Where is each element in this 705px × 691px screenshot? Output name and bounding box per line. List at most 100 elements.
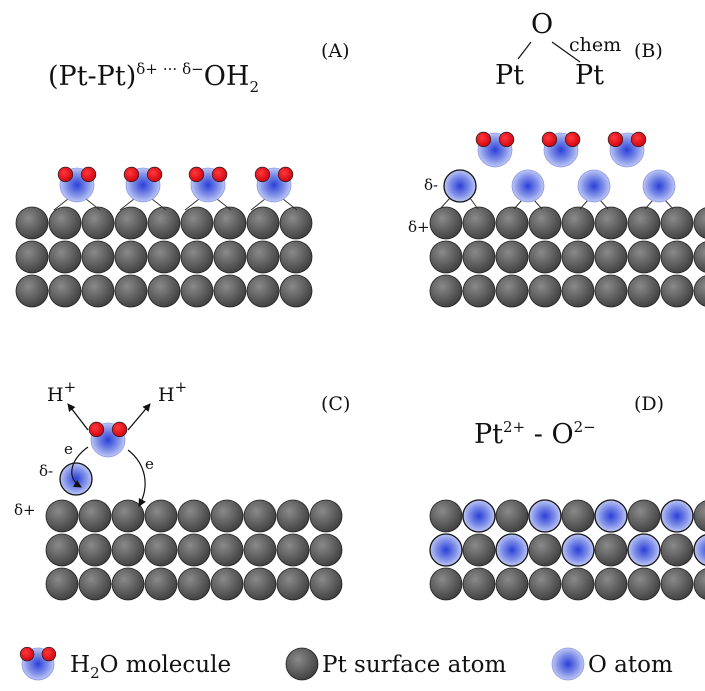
legend-pt-icon	[285, 647, 319, 681]
pt-atom	[528, 567, 562, 601]
bond-line	[599, 199, 609, 210]
pt-atom	[114, 206, 148, 240]
o-atom	[429, 533, 463, 567]
pt-atom	[693, 275, 705, 307]
pt-atom	[561, 499, 595, 533]
o-atom	[660, 499, 694, 533]
pt-atom	[627, 240, 661, 274]
o-atom	[594, 499, 628, 533]
bond-line	[184, 198, 200, 211]
pt-atom	[144, 567, 178, 601]
pt-atom	[15, 274, 49, 308]
legend-o-label: O atom	[588, 652, 673, 678]
pt-atom	[48, 240, 82, 274]
h2o-molecule	[88, 421, 128, 458]
pt-atom	[495, 499, 529, 533]
pt-atom	[81, 206, 115, 240]
pt-atom	[243, 533, 277, 567]
bond-line	[53, 198, 69, 211]
panel-b: O chem Pt Pt (B) δ- δ+	[408, 9, 705, 308]
bond-line	[579, 199, 589, 210]
bond-line	[644, 199, 654, 210]
panel-c-electron-arrow-right	[127, 449, 146, 507]
h-atom	[123, 166, 140, 183]
pt-atom	[15, 206, 49, 240]
panel-a-water-molecules	[57, 166, 294, 203]
pt-atom	[660, 567, 694, 601]
pt-atom	[246, 206, 280, 240]
pt-atom	[528, 206, 562, 240]
bond-line	[469, 197, 479, 210]
pt-atom	[180, 206, 214, 240]
pt-atom	[279, 274, 313, 308]
pt-atom	[210, 533, 244, 567]
o-atom	[551, 647, 585, 681]
pt-atom	[213, 240, 247, 274]
legend-o-icon	[551, 647, 585, 681]
o-atom	[642, 169, 676, 203]
pt-atom	[627, 274, 661, 308]
legend: H2O molecule Pt surface atom O atom	[19, 646, 673, 682]
panel-c-delta-plus: δ+	[14, 501, 36, 519]
pt-atom	[495, 274, 529, 308]
h-atom	[211, 166, 228, 183]
pt-atom	[279, 240, 313, 274]
panel-a: (Pt-Pt)δ+···δ−OH2 (A)	[15, 40, 350, 308]
pt-atom	[495, 240, 529, 274]
pt-atom	[48, 274, 82, 308]
h-atom	[630, 131, 647, 148]
o-atom	[511, 169, 545, 203]
h-atom	[41, 646, 57, 662]
pt-atom	[177, 533, 211, 567]
panel-d-formula: Pt2+ - O2−	[474, 418, 596, 450]
panel-d-label: (D)	[634, 393, 664, 415]
panel-c-electron-right: e	[145, 455, 154, 473]
panel-c-adsorbate	[59, 421, 128, 496]
pt-atom	[561, 206, 595, 240]
panel-c-h-left: H+	[47, 378, 76, 406]
pt-atom	[213, 274, 247, 308]
pt-atom	[561, 274, 595, 308]
bond-line	[85, 198, 101, 211]
pt-atom	[213, 206, 247, 240]
panel-c-pt-surface	[45, 499, 343, 601]
h-atom	[188, 166, 205, 183]
h-atom	[80, 166, 97, 183]
h2o-molecule	[123, 166, 163, 203]
panel-b-delta-minus: δ-	[424, 176, 438, 194]
pt-atom	[144, 533, 178, 567]
panel-b-formula-pt-right: Pt	[575, 60, 604, 91]
h-atom	[88, 421, 105, 438]
panel-b-water-molecules	[475, 131, 647, 168]
h2o-molecule	[188, 166, 228, 203]
panel-a-label: (A)	[321, 40, 350, 62]
panel-b-formula-o: O	[531, 9, 553, 40]
pt-atom	[309, 567, 343, 601]
o-atom	[495, 533, 529, 567]
bond-line	[250, 198, 266, 211]
pt-atom	[660, 274, 694, 308]
pt-atom	[45, 499, 79, 533]
h-atom	[254, 166, 271, 183]
h-atom	[541, 131, 558, 148]
panel-b-formula: O chem Pt Pt	[495, 9, 621, 91]
pt-atom	[147, 240, 181, 274]
bond-line	[664, 199, 674, 210]
pt-atom	[276, 567, 310, 601]
pt-atom	[147, 206, 181, 240]
pt-atom	[45, 533, 79, 567]
pt-atom	[462, 567, 496, 601]
h2o-molecule	[254, 166, 294, 203]
pt-atom	[243, 499, 277, 533]
pt-atom	[180, 240, 214, 274]
pt-atom	[111, 567, 145, 601]
pt-atom	[114, 240, 148, 274]
pt-atom	[309, 533, 343, 567]
pt-atom	[462, 533, 496, 567]
pt-atom	[429, 240, 463, 274]
panel-a-formula: (Pt-Pt)δ+···δ−OH2	[48, 60, 259, 96]
pt-atom	[15, 240, 49, 274]
pt-atom	[246, 240, 280, 274]
o-atom	[462, 499, 496, 533]
